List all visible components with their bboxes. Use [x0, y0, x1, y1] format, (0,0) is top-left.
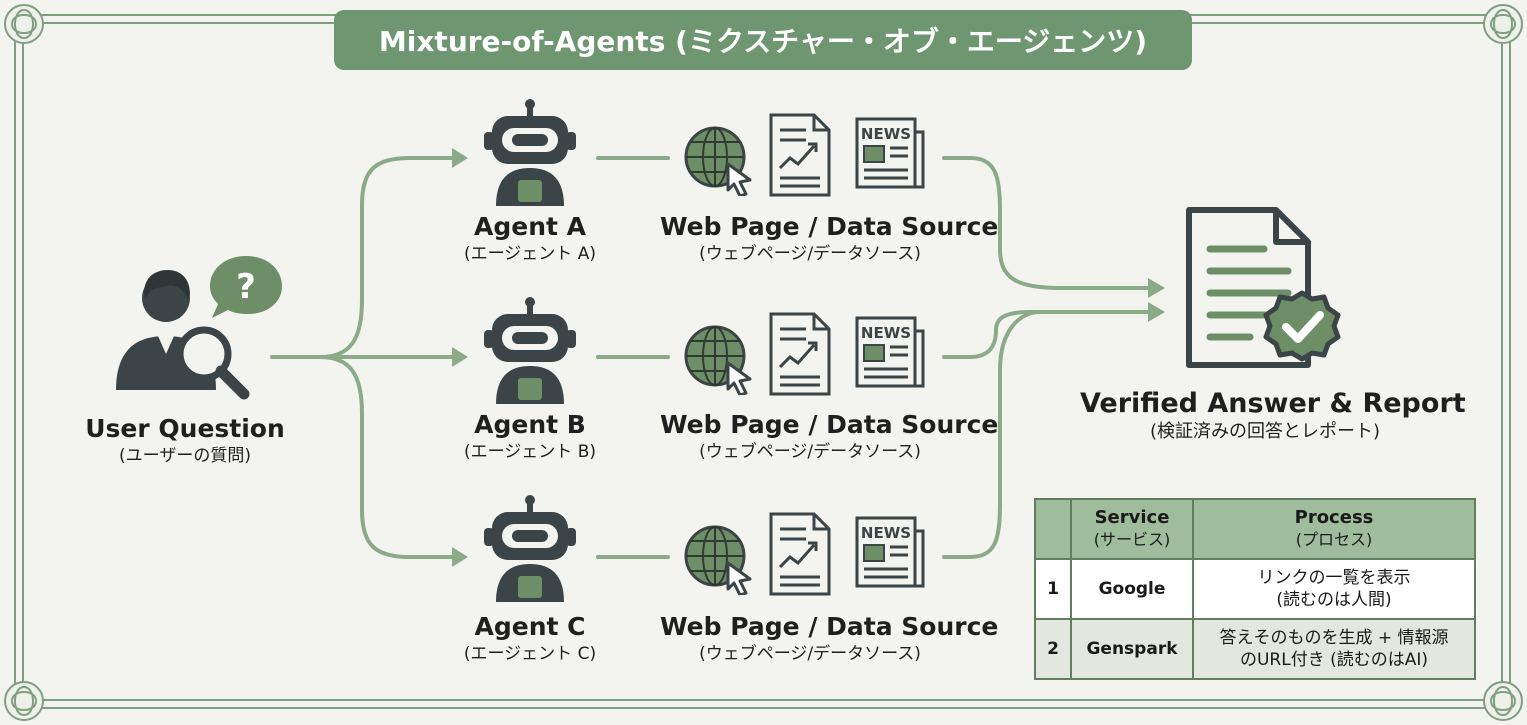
merge-c-line	[942, 310, 1042, 559]
agent-a-title: Agent A	[474, 212, 586, 241]
arrow-head	[452, 547, 468, 567]
row-process-line1: 答えそのものを生成 + 情報源	[1219, 628, 1449, 648]
corner-knot-icon	[2, 679, 46, 723]
table-row: 2 Genspark 答えそのものを生成 + 情報源 のURL付き (読むのはA…	[1034, 618, 1476, 680]
branch-a-line	[318, 156, 457, 359]
document-chart-icon	[768, 112, 832, 198]
corner-knot-icon	[1481, 2, 1525, 46]
source-a-label: Web Page / Data Source (ウェブページ/データソース)	[660, 212, 999, 266]
agent-b-label: Agent B (エージェント B)	[440, 410, 620, 464]
table-header-row: Service (サービス) Process (プロセス)	[1034, 498, 1476, 560]
globe-cursor-icon	[684, 323, 754, 395]
verified-report-icon	[1184, 205, 1344, 375]
source-b-subtitle: (ウェブページ/データソース)	[699, 442, 921, 462]
row-number: 2	[1034, 618, 1072, 680]
svg-text:NEWS: NEWS	[861, 324, 911, 342]
service-comparison-table: Service (サービス) Process (プロセス) 1 Google リ…	[1034, 498, 1476, 680]
diagram-title: Mixture-of-Agents (ミクスチャー・オブ・エージェンツ)	[334, 10, 1192, 70]
robot-icon	[480, 494, 580, 602]
source-a-title: Web Page / Data Source	[660, 212, 999, 241]
service-header-sub: (サービス)	[1093, 530, 1171, 549]
check-badge-icon	[1263, 290, 1341, 362]
agent-a-label: Agent A (エージェント A)	[440, 212, 620, 266]
row-number: 1	[1034, 558, 1072, 620]
corner-knot-icon	[1481, 679, 1525, 723]
row-process-line1: リンクの一覧を表示	[1257, 568, 1411, 588]
source-c-title: Web Page / Data Source	[660, 612, 999, 641]
process-header-sub: (プロセス)	[1295, 530, 1373, 549]
globe-cursor-icon	[684, 523, 754, 595]
svg-text:?: ?	[236, 267, 256, 307]
table-header-service: Service (サービス)	[1070, 498, 1194, 560]
newspaper-icon: NEWS	[854, 515, 926, 589]
agent-b-subtitle: (エージェント B)	[464, 442, 596, 462]
merge-b-line	[942, 310, 1152, 359]
user-question-title: User Question	[85, 414, 285, 443]
agent-c-title: Agent C	[474, 612, 586, 641]
table-row: 1 Google リンクの一覧を表示 (読むのは人間)	[1034, 558, 1476, 620]
user-question-label: User Question (ユーザーの質問)	[70, 414, 300, 468]
document-chart-icon	[768, 511, 832, 597]
arrow-head	[1148, 278, 1165, 298]
merge-a-line	[942, 156, 1152, 290]
source-c-subtitle: (ウェブページ/データソース)	[699, 644, 921, 664]
svg-text:NEWS: NEWS	[861, 125, 911, 143]
newspaper-icon: NEWS	[854, 116, 926, 190]
arrow-head	[452, 148, 468, 168]
agent-a-subtitle: (エージェント A)	[464, 244, 596, 264]
speech-bubble-icon: ?	[210, 256, 282, 318]
source-a-subtitle: (ウェブページ/データソース)	[699, 244, 921, 264]
verified-answer-subtitle: (検証済みの回答とレポート)	[1149, 421, 1381, 442]
row-process: リンクの一覧を表示 (読むのは人間)	[1192, 558, 1476, 620]
robot-icon	[480, 296, 580, 404]
verified-answer-label: Verified Answer & Report (検証済みの回答とレポート)	[1080, 388, 1466, 444]
arrow-head	[1148, 302, 1165, 322]
agent-c-subtitle: (エージェント C)	[463, 644, 597, 664]
user-question-subtitle: (ユーザーの質問)	[119, 446, 251, 466]
agent-b-title: Agent B	[474, 410, 586, 439]
source-c-label: Web Page / Data Source (ウェブページ/データソース)	[660, 612, 999, 666]
arrow-head	[452, 347, 468, 367]
service-header-label: Service	[1094, 507, 1170, 528]
process-header-label: Process	[1294, 507, 1374, 528]
table-header-number	[1034, 498, 1072, 560]
newspaper-icon: NEWS	[854, 315, 926, 389]
branch-c-line	[318, 355, 457, 559]
globe-cursor-icon	[684, 124, 754, 196]
row-process-line2: のURL付き (読むのはAI)	[1239, 650, 1429, 670]
svg-text:NEWS: NEWS	[861, 524, 911, 542]
row-service: Genspark	[1070, 618, 1194, 680]
user-question-icon: ?	[108, 250, 288, 400]
row-process: 答えそのものを生成 + 情報源 のURL付き (読むのはAI)	[1192, 618, 1476, 680]
source-b-label: Web Page / Data Source (ウェブページ/データソース)	[660, 410, 999, 464]
corner-knot-icon	[2, 2, 46, 46]
source-b-title: Web Page / Data Source	[660, 410, 999, 439]
row-service: Google	[1070, 558, 1194, 620]
verified-answer-title: Verified Answer & Report	[1080, 388, 1466, 419]
row-process-line2: (読むのは人間)	[1276, 590, 1392, 610]
table-header-process: Process (プロセス)	[1192, 498, 1476, 560]
magnifier-icon	[176, 326, 250, 400]
document-chart-icon	[768, 311, 832, 397]
agent-c-label: Agent C (エージェント C)	[440, 612, 620, 666]
robot-icon	[480, 98, 580, 206]
